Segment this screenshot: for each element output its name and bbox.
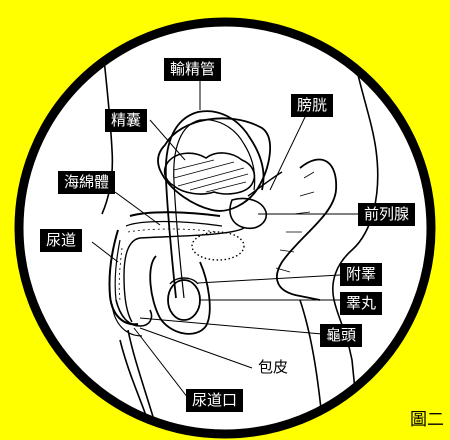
rectum-texture (275, 171, 315, 273)
label-prostate: 前列腺 (358, 203, 416, 226)
label-corpus-spongiosum: 海綿體 (58, 171, 116, 194)
label-testis: 睪丸 (340, 292, 383, 315)
leader-bladder (269, 114, 307, 191)
leader-corpus (114, 191, 161, 226)
label-foreskin: 包皮 (252, 356, 295, 379)
foreskin-shape (111, 303, 143, 337)
label-urethra: 尿道 (40, 229, 83, 252)
label-vas-deferens: 輸精管 (164, 58, 222, 81)
erectile-tissue-pattern (118, 228, 217, 301)
pubic-bone (191, 231, 245, 261)
leader-urethra (91, 241, 119, 263)
epididymis-shape (169, 277, 199, 285)
penis-shaft-outline (108, 211, 221, 326)
prostate-shape (229, 197, 268, 230)
leader-foreskin (139, 327, 253, 369)
corpus-spongiosum (114, 220, 223, 301)
ejaculatory-duct (247, 171, 283, 197)
leader-urethral-opening (133, 327, 189, 399)
vas-deferens-tube (164, 110, 265, 299)
urethra-tube (123, 227, 245, 323)
glans-shape (115, 299, 153, 327)
rectum (276, 158, 337, 301)
label-bladder: 膀胱 (291, 94, 334, 117)
seminal-vesicle-shape (163, 152, 256, 195)
label-epididymis: 附睪 (340, 263, 383, 286)
figure-caption: 圖二 (410, 410, 444, 430)
leader-epididymis (197, 274, 341, 284)
leader-glans (139, 317, 323, 335)
label-urethral-opening: 尿道口 (186, 389, 244, 412)
label-seminal-vesicle: 精囊 (105, 109, 148, 132)
scrotum-outline (149, 255, 211, 335)
circle-panel (14, 17, 436, 439)
leader-seminal-vesicle (149, 119, 186, 161)
seminal-vesicle-hatch (173, 159, 249, 193)
vas-deferens-tube-inner (173, 119, 256, 299)
label-glans: 龜頭 (320, 324, 363, 347)
bladder-shape (157, 117, 271, 212)
body-back-outline (332, 39, 379, 434)
